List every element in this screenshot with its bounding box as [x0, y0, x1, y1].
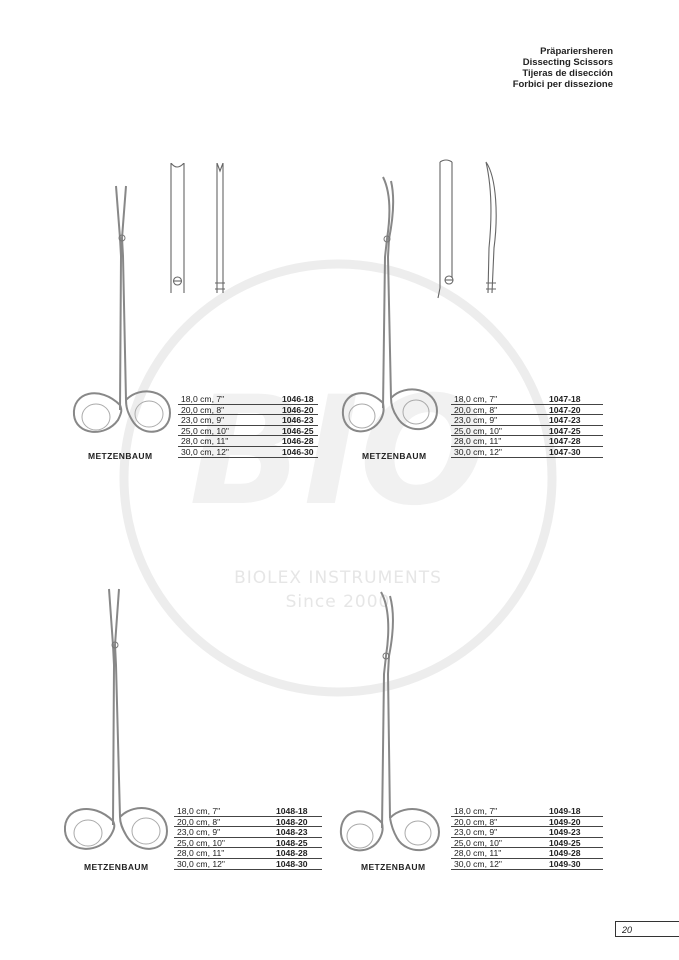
table-row: 30,0 cm, 12" 1049-30 [451, 859, 603, 870]
size-value: 30,0 cm, 12" [454, 446, 502, 457]
article-code: 1048-25 [276, 837, 308, 848]
size-value: 28,0 cm, 11" [454, 848, 502, 859]
size-value: 25,0 cm, 10" [454, 425, 502, 436]
table-row: 28,0 cm, 11" 1049-28 [451, 848, 603, 859]
size-value: 25,0 cm, 10" [181, 425, 229, 436]
size-value: 23,0 cm, 9" [454, 415, 498, 426]
table-row: 18,0 cm, 7" 1049-18 [451, 806, 603, 817]
article-code: 1047-25 [549, 425, 581, 436]
table-row: 25,0 cm, 10" 1047-25 [451, 426, 603, 437]
article-code: 1046-18 [282, 394, 314, 404]
table-row: 28,0 cm, 11" 1047-28 [451, 436, 603, 447]
size-value: 20,0 cm, 8" [454, 404, 498, 415]
size-value: 23,0 cm, 9" [177, 827, 221, 838]
product-name: METZENBAUM [361, 862, 426, 872]
size-value: 30,0 cm, 12" [181, 446, 229, 457]
table-row: 18,0 cm, 7" 1047-18 [451, 394, 603, 405]
size-value: 23,0 cm, 9" [454, 827, 498, 838]
table-row: 23,0 cm, 9" 1046-23 [178, 415, 318, 426]
table-row: 20,0 cm, 8" 1049-20 [451, 817, 603, 828]
article-code: 1047-28 [549, 436, 581, 447]
article-code: 1046-20 [282, 404, 314, 415]
size-table-1048: 18,0 cm, 7" 1048-18 20,0 cm, 8" 1048-20 23… [174, 806, 322, 870]
header-title-es: Tijeras de disección [522, 68, 613, 79]
blade-detail-straight [170, 163, 225, 293]
size-value: 23,0 cm, 9" [181, 415, 225, 426]
catalog-header: Präpariersheren Dissecting Scissors Tije… [513, 46, 613, 90]
size-value: 20,0 cm, 8" [181, 404, 225, 415]
page-number: 20 [615, 921, 679, 937]
table-row: 30,0 cm, 12" 1046-30 [178, 447, 318, 458]
size-table-1047: 18,0 cm, 7" 1047-18 20,0 cm, 8" 1047-20 23… [451, 394, 603, 458]
scissors-curved-long-image [339, 591, 441, 852]
product-name: METZENBAUM [88, 451, 153, 461]
article-code: 1046-30 [282, 446, 314, 457]
article-code: 1047-23 [549, 415, 581, 426]
scissors-curved-image [341, 176, 439, 433]
table-row: 25,0 cm, 10" 1046-25 [178, 426, 318, 437]
size-value: 28,0 cm, 11" [181, 436, 229, 447]
header-title-de: Präpariersheren [540, 46, 613, 57]
table-row: 25,0 cm, 10" 1049-25 [451, 838, 603, 849]
article-code: 1047-20 [549, 404, 581, 415]
article-code: 1049-25 [549, 837, 581, 848]
article-code: 1049-18 [549, 806, 581, 816]
table-row: 23,0 cm, 9" 1047-23 [451, 415, 603, 426]
article-code: 1047-18 [549, 394, 581, 404]
table-row: 18,0 cm, 7" 1048-18 [174, 806, 322, 817]
size-value: 18,0 cm, 7" [454, 394, 498, 404]
watermark-company: BIOLEX INSTRUMENTS [234, 568, 442, 588]
scissors-straight-image [72, 185, 172, 433]
article-code: 1049-28 [549, 848, 581, 859]
table-row: 23,0 cm, 9" 1048-23 [174, 827, 322, 838]
article-code: 1049-23 [549, 827, 581, 838]
table-row: 23,0 cm, 9" 1049-23 [451, 827, 603, 838]
article-code: 1049-30 [549, 858, 581, 869]
size-table-1049: 18,0 cm, 7" 1049-18 20,0 cm, 8" 1049-20 23… [451, 806, 603, 870]
article-code: 1046-25 [282, 425, 314, 436]
size-value: 30,0 cm, 12" [177, 858, 225, 869]
size-value: 18,0 cm, 7" [177, 806, 221, 816]
header-title-it: Forbici per dissezione [512, 79, 613, 90]
size-value: 28,0 cm, 11" [177, 848, 225, 859]
table-row: 28,0 cm, 11" 1048-28 [174, 848, 322, 859]
article-code: 1046-23 [282, 415, 314, 426]
size-value: 28,0 cm, 11" [454, 436, 502, 447]
article-code: 1047-30 [549, 446, 581, 457]
size-value: 20,0 cm, 8" [454, 816, 498, 827]
table-row: 28,0 cm, 11" 1046-28 [178, 436, 318, 447]
table-row: 20,0 cm, 8" 1048-20 [174, 817, 322, 828]
table-row: 25,0 cm, 10" 1048-25 [174, 838, 322, 849]
article-code: 1049-20 [549, 816, 581, 827]
article-code: 1048-23 [276, 827, 308, 838]
size-value: 25,0 cm, 10" [454, 837, 502, 848]
table-row: 30,0 cm, 12" 1047-30 [451, 447, 603, 458]
scissors-straight-long-image [63, 588, 169, 850]
product-name: METZENBAUM [84, 862, 149, 872]
size-value: 20,0 cm, 8" [177, 816, 221, 827]
article-code: 1048-28 [276, 848, 308, 859]
table-row: 20,0 cm, 8" 1047-20 [451, 405, 603, 416]
size-value: 25,0 cm, 10" [177, 837, 225, 848]
size-table-1046: 18,0 cm, 7" 1046-18 20,0 cm, 8" 1046-20 23… [178, 394, 318, 458]
table-row: 18,0 cm, 7" 1046-18 [178, 394, 318, 405]
article-code: 1048-20 [276, 816, 308, 827]
article-code: 1048-18 [276, 806, 308, 816]
size-value: 18,0 cm, 7" [454, 806, 498, 816]
table-row: 30,0 cm, 12" 1048-30 [174, 859, 322, 870]
article-code: 1048-30 [276, 858, 308, 869]
size-value: 30,0 cm, 12" [454, 858, 502, 869]
blade-detail-curved [437, 159, 497, 299]
size-value: 18,0 cm, 7" [181, 394, 225, 404]
product-name: METZENBAUM [362, 451, 427, 461]
article-code: 1046-28 [282, 436, 314, 447]
table-row: 20,0 cm, 8" 1046-20 [178, 405, 318, 416]
header-title-en: Dissecting Scissors [522, 57, 613, 68]
